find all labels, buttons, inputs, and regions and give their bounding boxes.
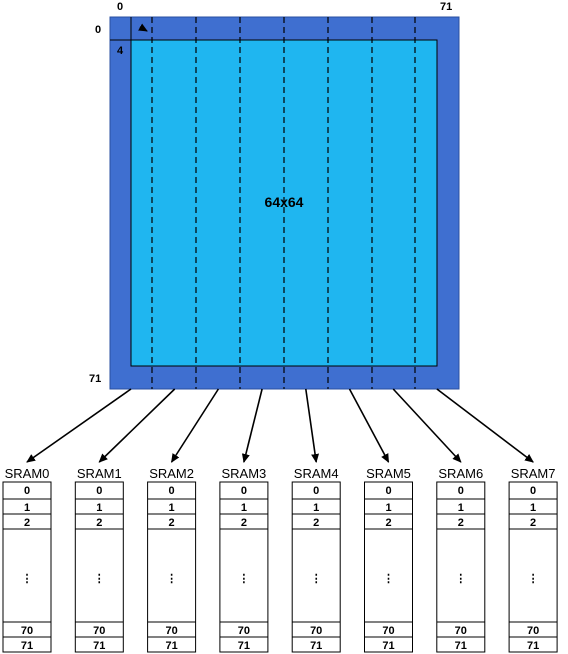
sram-cell-2: 2 (385, 517, 391, 529)
sram-cell-70: 70 (165, 625, 177, 637)
offset-arrow (138, 23, 148, 32)
arrow-to-sram-5 (348, 388, 390, 463)
sram-name-6: SRAM6 (438, 466, 483, 481)
arrow-to-sram-7 (436, 388, 534, 463)
sram-cell-70: 70 (455, 625, 467, 637)
sram-name-4: SRAM4 (294, 466, 339, 481)
sram-cell-1: 1 (530, 502, 536, 514)
sram-cell-71: 71 (21, 640, 33, 652)
sram-cell-0: 0 (385, 485, 391, 497)
left-bottom-label: 71 (89, 373, 101, 385)
sram-cell-0: 0 (241, 485, 247, 497)
sram-cell-2: 2 (169, 517, 175, 529)
sram-cell-71: 71 (165, 640, 177, 652)
sram-box-5 (364, 481, 413, 653)
sram-name-2: SRAM2 (149, 466, 194, 481)
arrows-group (26, 388, 534, 463)
sram-cell-0: 0 (313, 485, 319, 497)
sram-block-6: SRAM6 0 1 2 ⋮ 70 71 (436, 466, 486, 653)
arrow-to-sram-4 (305, 388, 320, 463)
sram-cell-70: 70 (238, 625, 250, 637)
sram-cell-0: 0 (96, 485, 102, 497)
sram-cell-1: 1 (169, 502, 175, 514)
sram-cell-1: 1 (458, 502, 464, 514)
sram-cell-71: 71 (93, 640, 105, 652)
sram-name-5: SRAM5 (366, 466, 411, 481)
sram-block-3: SRAM3 0 1 2 ⋮ 70 71 (219, 466, 269, 653)
sram-cell-0: 0 (530, 485, 536, 497)
sram-cell-2: 2 (458, 517, 464, 529)
sram-cell-2: 2 (96, 517, 102, 529)
sram-cell-71: 71 (455, 640, 467, 652)
sram-name-3: SRAM3 (222, 466, 267, 481)
sram-block-5: SRAM5 0 1 2 ⋮ 70 71 (364, 466, 413, 653)
sram-name-0: SRAM0 (5, 466, 50, 481)
sram-cell-70: 70 (310, 625, 322, 637)
sram-cell-70: 70 (382, 625, 394, 637)
sram-cell-1: 1 (385, 502, 391, 514)
sram-cell-2: 2 (241, 517, 247, 529)
sram-box-6 (436, 481, 486, 653)
matrix-size-label: 64x64 (265, 194, 304, 210)
sram-ellipsis: ⋮ (455, 573, 466, 585)
sram-ellipsis: ⋮ (94, 573, 105, 585)
sram-block-1: SRAM1 0 1 2 ⋮ 70 71 (74, 466, 124, 653)
sram-name-1: SRAM1 (77, 466, 122, 481)
sram-cell-71: 71 (310, 640, 322, 652)
sram-box-1 (74, 481, 124, 653)
sram-group: SRAM0012⋮7071SRAM1012⋮7071SRAM2012⋮7071S… (2, 466, 558, 653)
left-top-label: 0 (95, 24, 101, 36)
offset-label: 4 (117, 45, 124, 57)
column-dividers (151, 17, 416, 389)
sram-ellipsis: ⋮ (22, 573, 33, 585)
arrow-to-sram-1 (98, 388, 176, 463)
sram-cell-1: 1 (24, 502, 30, 514)
sram-box-7 (508, 481, 558, 653)
sram-block-0: SRAM0 0 1 2 ⋮ 70 71 (2, 466, 52, 653)
arrow-to-sram-3 (241, 388, 263, 463)
arrow-to-sram-0 (26, 388, 132, 463)
top-left-label: 0 (117, 1, 123, 13)
sram-block-4: SRAM4 0 1 2 ⋮ 70 71 (291, 466, 341, 653)
sram-box-2 (147, 481, 197, 653)
arrow-to-sram-2 (170, 388, 220, 463)
sram-cell-70: 70 (93, 625, 105, 637)
sram-cell-71: 71 (527, 640, 539, 652)
sram-cell-70: 70 (21, 625, 33, 637)
sram-box-3 (219, 481, 269, 653)
sram-cell-1: 1 (313, 502, 319, 514)
sram-box-0 (2, 481, 52, 653)
arrow-to-sram-6 (392, 388, 462, 463)
sram-cell-1: 1 (96, 502, 102, 514)
sram-cell-2: 2 (24, 517, 30, 529)
top-right-label: 71 (440, 1, 452, 13)
sram-cell-0: 0 (458, 485, 464, 497)
sram-ellipsis: ⋮ (311, 573, 322, 585)
sram-cell-71: 71 (382, 640, 394, 652)
sram-cell-1: 1 (241, 502, 247, 514)
sram-ellipsis: ⋮ (383, 573, 394, 585)
sram-cell-70: 70 (527, 625, 539, 637)
sram-name-7: SRAM7 (511, 466, 556, 481)
sram-ellipsis: ⋮ (166, 573, 177, 585)
sram-cell-2: 2 (313, 517, 319, 529)
sram-ellipsis: ⋮ (528, 573, 539, 585)
sram-cell-0: 0 (24, 485, 30, 497)
sram-cell-2: 2 (530, 517, 536, 529)
sram-block-2: SRAM2 0 1 2 ⋮ 70 71 (147, 466, 197, 653)
sram-ellipsis: ⋮ (238, 573, 249, 585)
sram-cell-0: 0 (169, 485, 175, 497)
sram-box-4 (291, 481, 341, 653)
sram-block-7: SRAM7 0 1 2 ⋮ 70 71 (508, 466, 558, 653)
sram-cell-71: 71 (238, 640, 250, 652)
